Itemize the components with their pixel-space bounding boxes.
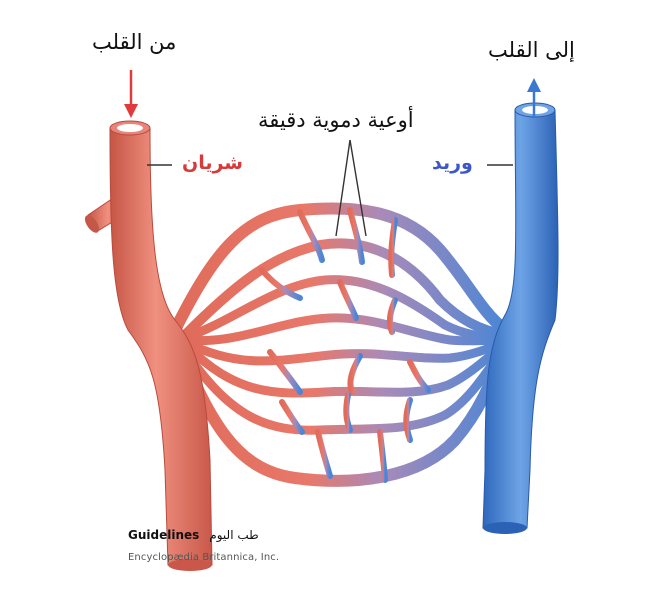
watermark-brand-en: Guidelines: [128, 528, 200, 542]
artery-label: شريان: [182, 152, 243, 174]
label-leader-lines: [147, 139, 513, 237]
watermark-credit: Encyclopædia Britannica, Inc.: [128, 552, 280, 563]
watermark-brand: Guidelines طب اليوم: [128, 528, 259, 542]
watermark-brand-ar: طب اليوم: [209, 528, 259, 542]
arrow-out-of-vein-icon: [527, 78, 541, 118]
capillaries-label: أوعية دموية دقيقة: [258, 108, 414, 132]
artery-vessel: [84, 120, 213, 571]
vein-label: وريد: [432, 152, 473, 174]
arrow-into-artery-icon: [124, 70, 138, 118]
capillary-network: [169, 202, 511, 487]
from-heart-label: من القلب: [92, 30, 177, 54]
to-heart-label: إلى القلب: [488, 38, 575, 62]
